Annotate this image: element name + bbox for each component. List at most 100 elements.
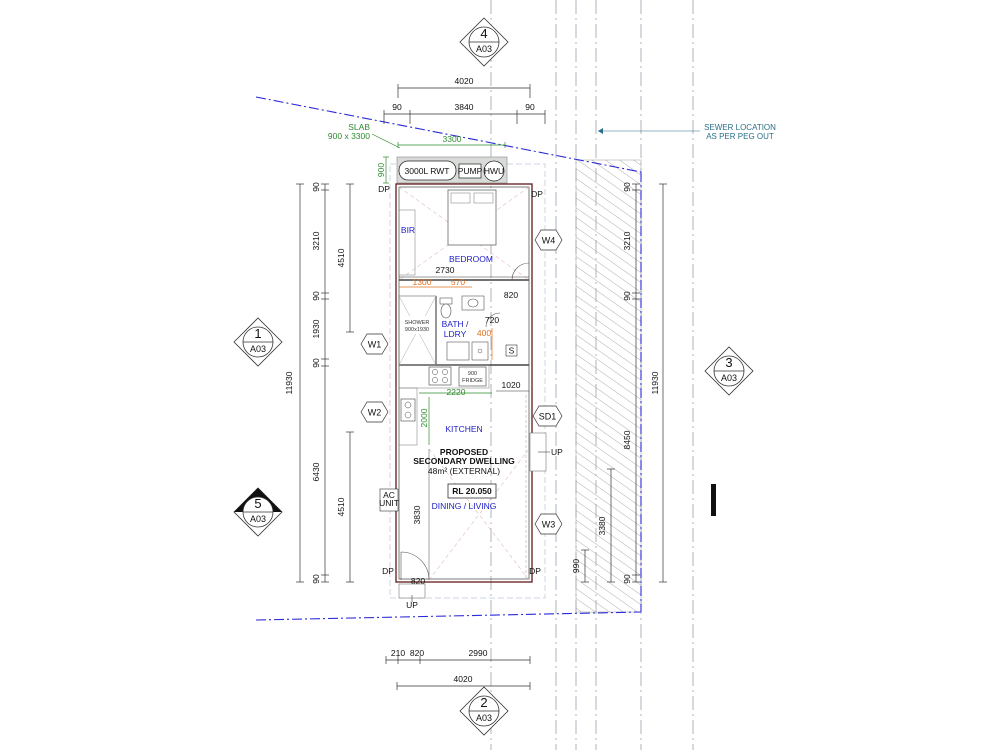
- slab-label: SLAB: [348, 122, 370, 132]
- room-bedroom: BEDROOM: [449, 254, 493, 264]
- boundary-marker-bar: [711, 484, 716, 516]
- dim-overall-top: 4020: [455, 76, 474, 86]
- dim-right-r2: 3210: [622, 231, 632, 250]
- kitchen-sink: [400, 398, 416, 422]
- dim-left-a2: 3210: [311, 231, 321, 250]
- kitchen-bench-top: [398, 364, 490, 389]
- section-marker-2[interactable]: 2 A03: [459, 686, 509, 736]
- dim-3830: 3830: [412, 505, 422, 524]
- pump[interactable]: [458, 163, 482, 179]
- shower-label-bg: [402, 316, 433, 334]
- room-bath-1: BATH /: [442, 319, 469, 329]
- dim-720: 720: [485, 315, 499, 325]
- dwelling-area: 48m² (EXTERNAL): [428, 466, 500, 476]
- dim-left-b1: 4510: [336, 248, 346, 267]
- dim-right-r3: 90: [622, 291, 632, 301]
- dim-middle-top: 3840: [455, 102, 474, 112]
- laundry-drain: [477, 348, 483, 354]
- tag-w3-label: W3: [542, 520, 556, 530]
- bed-pillow-right: [473, 192, 494, 204]
- dim-left-a1: 90: [311, 182, 321, 192]
- dim-820a: 820: [504, 290, 518, 300]
- fridge-label-2: FRIDGE: [462, 378, 483, 384]
- dwelling-title-2: SECONDARY DWELLING: [413, 456, 515, 466]
- front-step-up: UP: [406, 600, 418, 610]
- room-dining: DINING / LIVING: [432, 501, 497, 511]
- dim-right-inset-top: 90: [525, 102, 535, 112]
- dwelling-walls: [395, 183, 533, 583]
- dim-400: 400: [477, 328, 491, 338]
- dim-right-r1: 90: [622, 182, 632, 192]
- entry-door-swing: [400, 551, 430, 581]
- slab-width-dim: [397, 142, 506, 148]
- dim-right-3380: 3380: [597, 516, 607, 535]
- dim-bottom-210: 210: [391, 648, 405, 658]
- dim-bed-width: 2730: [436, 265, 455, 275]
- rainwater-tank[interactable]: [398, 160, 457, 181]
- toilet-cistern: [439, 297, 453, 305]
- toilet: [440, 303, 452, 319]
- laundry-tub: [471, 341, 489, 361]
- dim-bottom-overall: 4020: [454, 674, 473, 684]
- rl-box: [447, 483, 497, 499]
- smoke-alarm: [505, 344, 518, 357]
- sewer-note-line1: SEWER LOCATION: [704, 123, 776, 132]
- dim-right-r4: 90: [622, 574, 632, 584]
- section-marker-5[interactable]: 5 A03: [233, 487, 283, 537]
- easement-lines: [490, 0, 694, 750]
- dim-right-overall: 11930: [650, 371, 660, 394]
- section-4-num: 4: [480, 26, 487, 41]
- dim-820b: 820: [411, 576, 425, 586]
- tag-w3[interactable]: W3: [534, 513, 563, 535]
- dim-bottom-2990: 2990: [469, 648, 488, 658]
- slab-depth-dim: [383, 156, 389, 184]
- burner-1: [432, 369, 438, 375]
- section-1-ref: A03: [250, 344, 266, 354]
- dim-left-inset-top: 90: [392, 102, 402, 112]
- tag-w4[interactable]: W4: [534, 229, 563, 251]
- fridge: [458, 366, 487, 387]
- left-dimension-lines: [296, 183, 354, 583]
- dim-1020: 1020: [502, 380, 521, 390]
- bath-door-swing: [485, 312, 501, 328]
- dp-top-left: DP: [378, 184, 390, 194]
- property-boundary: [255, 96, 642, 621]
- right-dimension-lines: [581, 183, 667, 583]
- dim-2000: 2000: [419, 408, 429, 427]
- section-marker-1[interactable]: 1 A03: [233, 317, 283, 367]
- bottom-dimension-lines: [385, 656, 531, 690]
- section-3-ref: A03: [721, 373, 737, 383]
- tag-w4-label: W4: [542, 236, 556, 246]
- dim-2220: 2220: [447, 387, 466, 397]
- section-marker-3[interactable]: 3 A03: [704, 346, 754, 396]
- rl-label: RL 20.050: [452, 486, 492, 496]
- kitchen-green-dims: [419, 392, 492, 445]
- tank-label: 3000L RWT: [405, 166, 450, 176]
- tag-sd1[interactable]: SD1: [532, 405, 563, 427]
- washer: [446, 341, 470, 361]
- section-marker-4[interactable]: 4 A03: [459, 17, 509, 67]
- dim-left-a3: 90: [311, 291, 321, 301]
- tag-sd1-label: SD1: [539, 412, 557, 422]
- section-4-ref: A03: [476, 44, 492, 54]
- fridge-label-1: 900: [468, 371, 477, 377]
- sewer-note-line2: AS PER PEG OUT: [706, 132, 774, 141]
- hot-water-unit[interactable]: [483, 160, 505, 182]
- top-dimensions: [383, 84, 546, 124]
- room-bir: BIR: [401, 225, 415, 235]
- ac-label-1: AC: [383, 490, 395, 500]
- burner-3: [432, 377, 438, 383]
- section-2-ref: A03: [476, 713, 492, 723]
- dim-left-overall: 11930: [284, 371, 294, 394]
- dwelling-title-1: PROPOSED: [440, 447, 488, 457]
- vanity: [461, 295, 485, 311]
- tag-w2[interactable]: W2: [360, 401, 389, 423]
- dim-right-8450: 8450: [622, 430, 632, 449]
- dim-right-990: 990: [571, 559, 581, 573]
- dim-1300: 1300: [413, 277, 432, 287]
- dim-left-a5: 90: [311, 358, 321, 368]
- dim-left-b2: 4510: [336, 497, 346, 516]
- slab-width: 3300: [443, 134, 462, 144]
- tag-w1[interactable]: W1: [360, 333, 389, 355]
